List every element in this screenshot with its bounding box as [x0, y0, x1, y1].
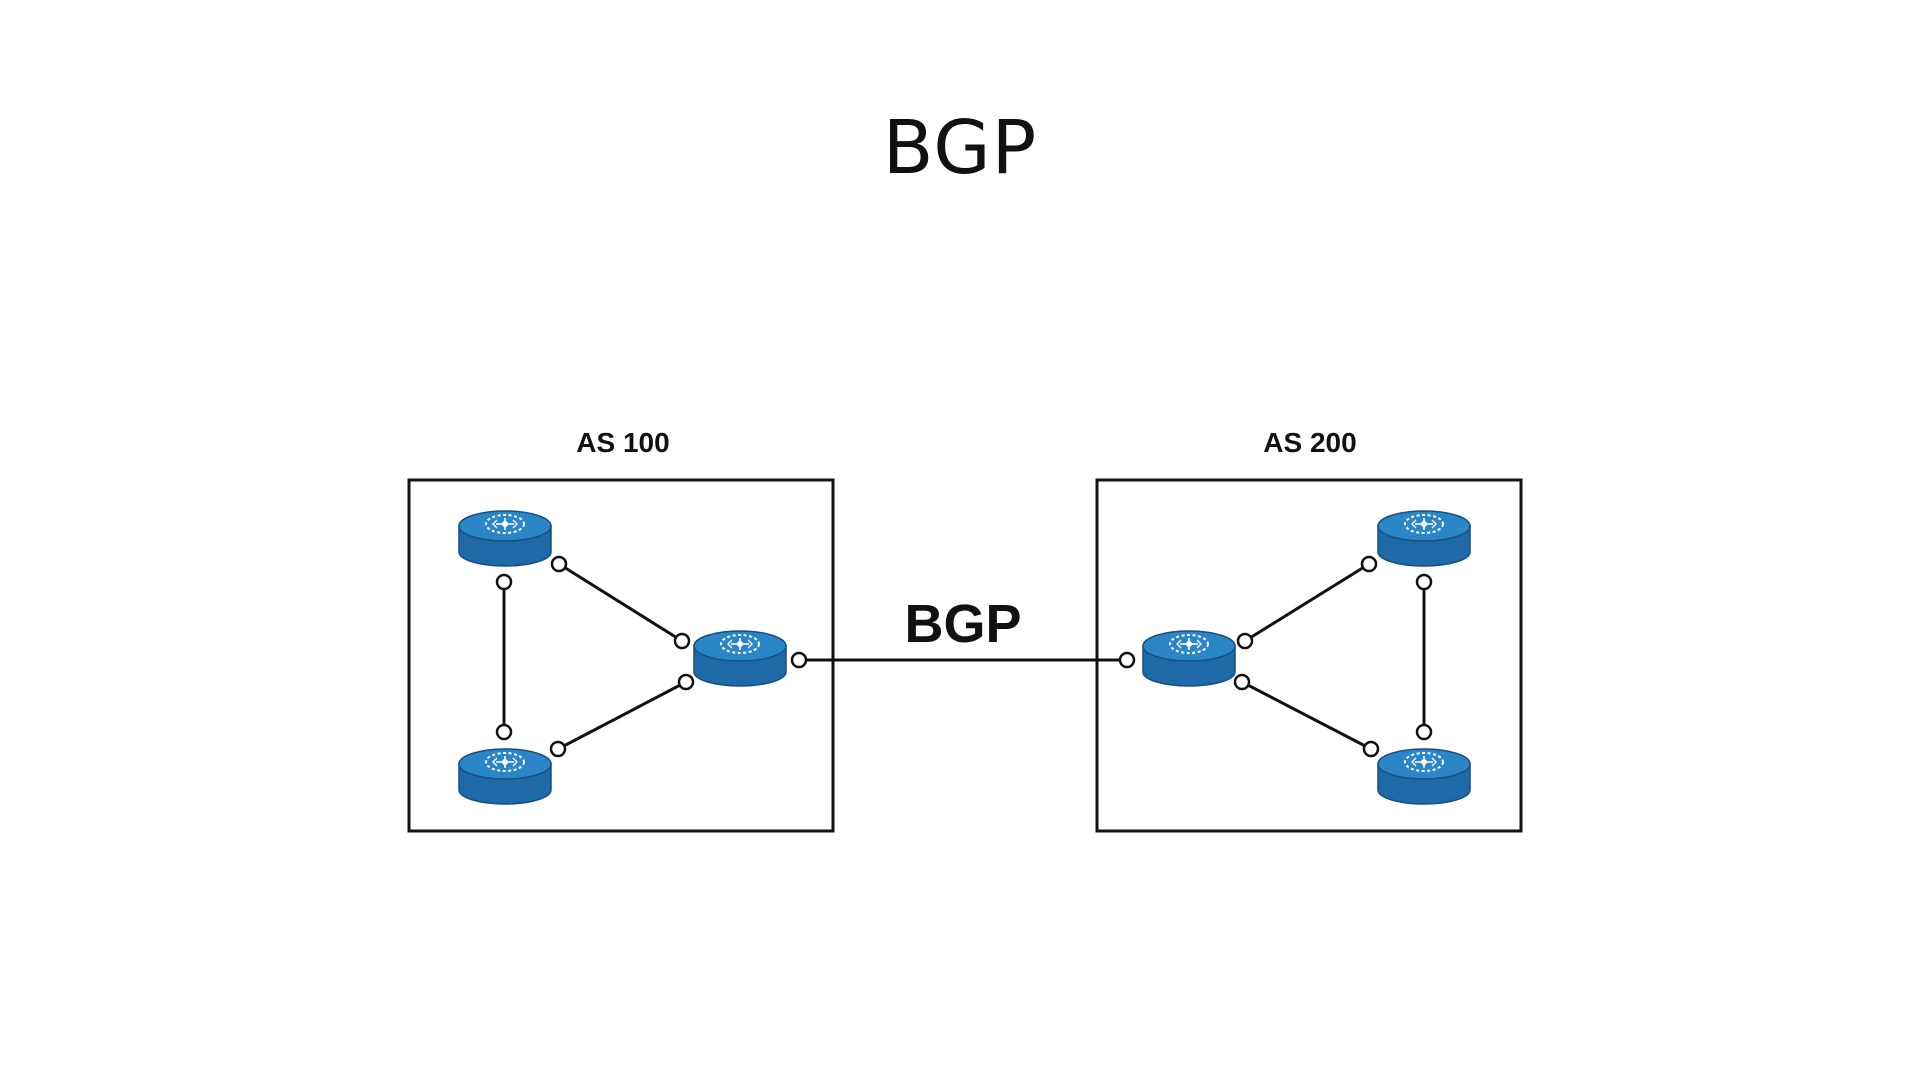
as-100-label: AS 100: [576, 427, 669, 458]
as-200-box: [1095, 478, 1523, 833]
as-100-box: [407, 478, 835, 833]
port-icon: [1118, 651, 1136, 669]
port-icon: [495, 723, 513, 741]
port-icon: [677, 673, 695, 691]
port-icon: [1415, 723, 1433, 741]
router-icon: [1377, 748, 1471, 805]
port-icon: [1362, 740, 1380, 758]
port-icon: [495, 573, 513, 591]
router-icon: [458, 510, 552, 567]
router-icon: [458, 748, 552, 805]
link-as200-border-bottom: [1241, 680, 1372, 751]
slide-title: BGP: [882, 105, 1038, 191]
bgp-link-label: BGP: [904, 594, 1021, 654]
port-icon: [673, 632, 691, 650]
link-as100-top-border: [558, 562, 683, 643]
port-icon: [1360, 555, 1378, 573]
link-as100-bottom-border: [557, 680, 687, 751]
router-icon: [1377, 510, 1471, 567]
port-icon: [790, 651, 808, 669]
as-100-group: AS 100: [407, 427, 835, 833]
link-as200-border-top: [1244, 562, 1370, 643]
port-icon: [550, 555, 568, 573]
port-icon: [1236, 632, 1254, 650]
port-icon: [549, 740, 567, 758]
router-icon: [693, 630, 787, 687]
router-icon: [1142, 630, 1236, 687]
port-icon: [1233, 673, 1251, 691]
port-icon: [1415, 573, 1433, 591]
bgp-link-group: BGP: [806, 594, 1120, 662]
as-200-group: AS 200: [1095, 427, 1523, 833]
as-200-label: AS 200: [1263, 427, 1356, 458]
